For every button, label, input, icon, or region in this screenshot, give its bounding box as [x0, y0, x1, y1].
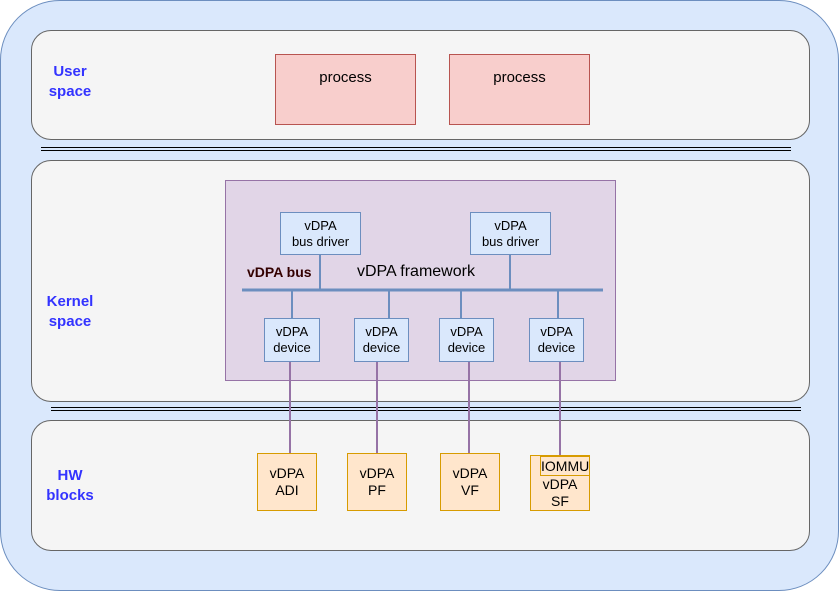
hw-block-pf: vDPA PF: [347, 453, 407, 511]
separator-user-kernel-top: [41, 147, 791, 148]
device-1-line2: device: [273, 340, 311, 355]
vdpa-bus-driver-2: vDPA bus driver: [470, 212, 551, 255]
bus-driver-2-line2: bus driver: [481, 233, 540, 249]
hw-adi-line1: vDPA: [269, 465, 305, 481]
vdpa-bus-label: vDPA bus: [247, 264, 312, 280]
hw-vf-line2: VF: [461, 482, 479, 498]
device-4-line2: device: [537, 340, 576, 355]
device-3-line2: device: [447, 340, 486, 355]
user-space-label: User space: [48, 63, 92, 100]
hw-sf-line2: SF: [551, 493, 569, 509]
hw-blocks-layer: [31, 420, 810, 551]
hw-pf-line2: PF: [368, 482, 386, 498]
separator-user-kernel-bottom: [41, 150, 791, 151]
hw-sf-line1: vDPA: [542, 476, 578, 492]
vdpa-device-1: vDPA device: [264, 318, 320, 362]
vdpa-framework-label: vDPA framework: [357, 263, 475, 280]
hw-block-vf: vDPA VF: [440, 453, 500, 511]
hw-pf-line1: vDPA: [359, 465, 395, 481]
device-1-line1: vDPA: [275, 324, 309, 339]
device-2-line1: vDPA: [365, 324, 398, 339]
bus-driver-1-line1: vDPA: [304, 217, 337, 233]
process-box-2: process: [449, 54, 590, 125]
kernel-space-label: Kernel space: [46, 293, 94, 330]
vdpa-device-4: vDPA device: [529, 318, 584, 362]
separator-kernel-hw-top: [51, 407, 801, 408]
vdpa-device-2: vDPA device: [354, 318, 409, 362]
device-4-line1: vDPA: [540, 324, 573, 339]
bus-driver-2-line1: vDPA: [494, 217, 527, 233]
hw-adi-line2: ADI: [275, 482, 299, 498]
device-3-line1: vDPA: [450, 324, 483, 339]
process-box-1: process: [275, 54, 416, 125]
vdpa-bus-driver-1: vDPA bus driver: [280, 212, 361, 255]
bus-driver-1-line2: bus driver: [291, 233, 350, 249]
device-2-line2: device: [362, 340, 401, 355]
hw-vf-line1: vDPA: [452, 465, 488, 481]
hw-blocks-label: HW blocks: [46, 467, 94, 504]
vdpa-device-3: vDPA device: [439, 318, 494, 362]
hw-block-adi: vDPA ADI: [257, 453, 317, 511]
iommu-block: IOMMU: [540, 456, 590, 476]
separator-kernel-hw-bottom: [51, 410, 801, 411]
user-space-layer: [31, 30, 810, 140]
